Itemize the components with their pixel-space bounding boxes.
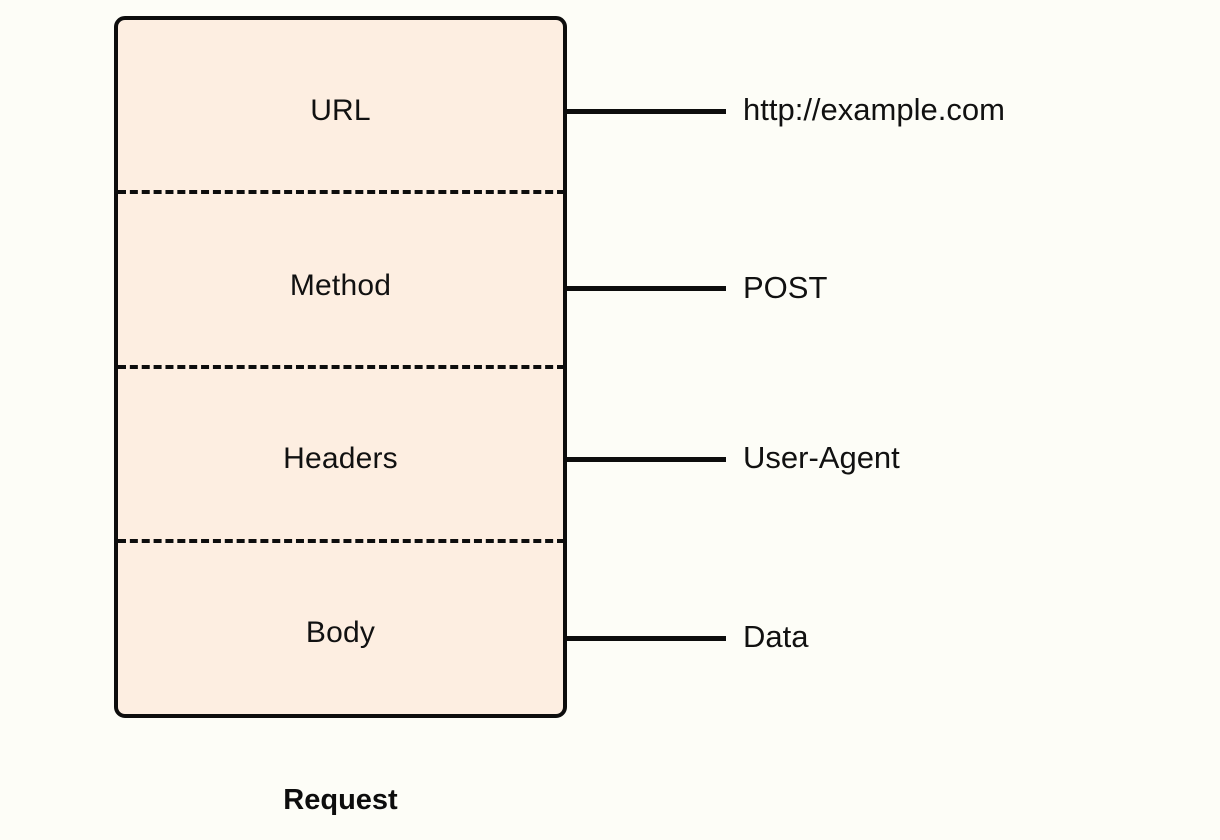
connector-line-url [566, 109, 726, 114]
annotation-headers-value: User-Agent [743, 440, 900, 475]
annotation-method-value: POST [743, 270, 828, 305]
section-separator-2 [118, 365, 565, 369]
section-separator-3 [118, 539, 565, 543]
connector-line-headers [566, 457, 726, 462]
connector-line-method [566, 286, 726, 291]
connector-line-body [566, 636, 726, 641]
diagram-title: Request [283, 784, 398, 816]
annotation-url-value: http://example.com [743, 92, 1005, 127]
annotation-body-value: Data [743, 619, 809, 654]
section-label-url: URL [310, 94, 371, 127]
section-label-method: Method [289, 269, 392, 302]
section-label-headers: Headers [283, 442, 398, 475]
section-label-body: Body [305, 616, 376, 649]
section-separator-1 [118, 190, 565, 194]
